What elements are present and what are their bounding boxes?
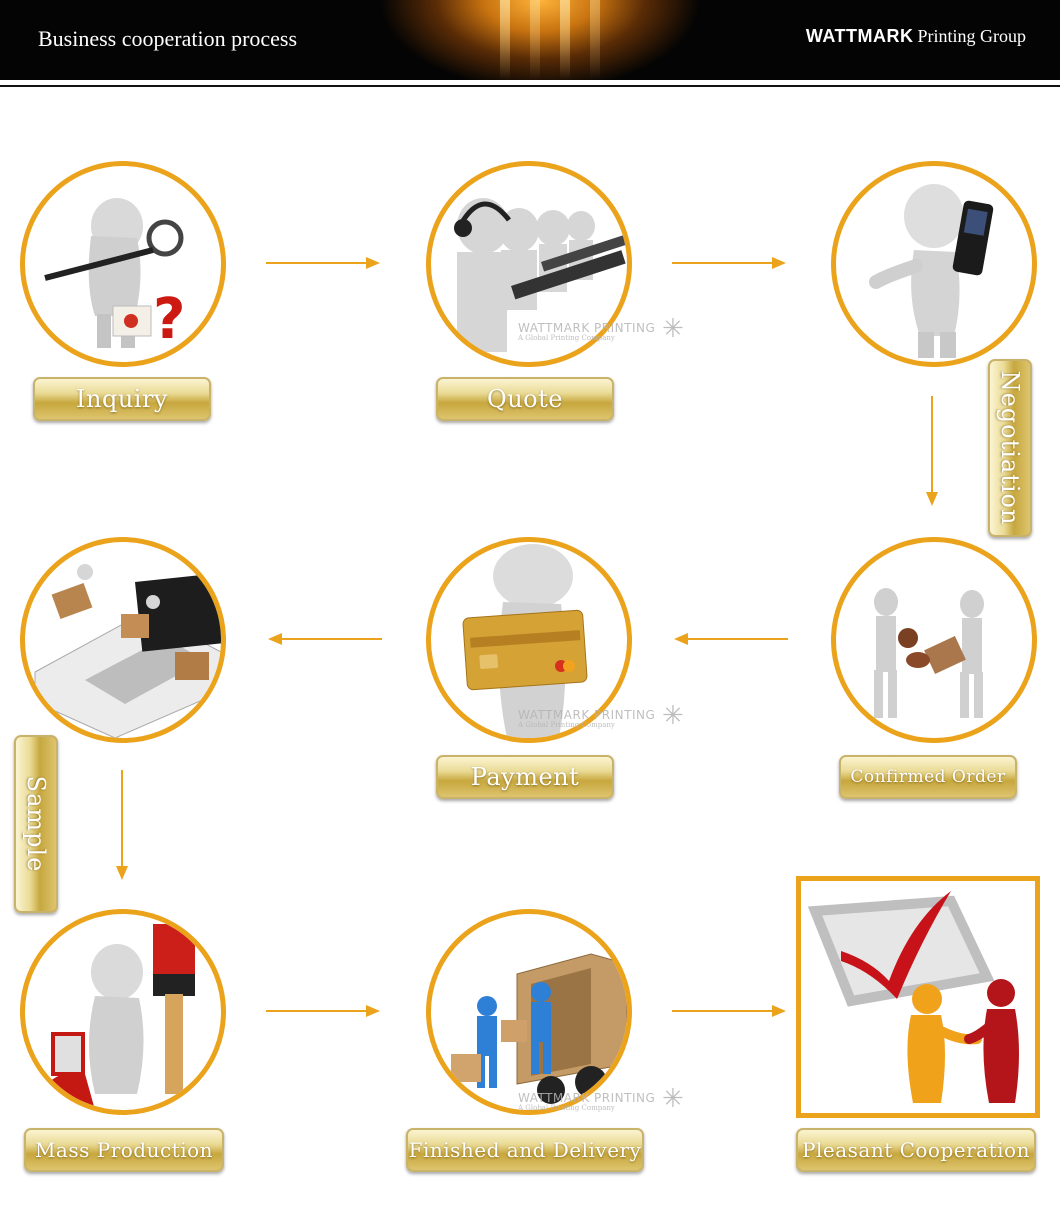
step-label-confirmed-order: Confirmed Order	[839, 755, 1017, 799]
flow-arrow-left	[268, 633, 382, 645]
watermark: WATTMARK PRINTING A Global Printing Comp…	[518, 1091, 655, 1112]
headset-operators-icon	[454, 198, 626, 352]
svg-text:?: ?	[153, 287, 185, 352]
step-label-quote: Quote	[436, 377, 614, 421]
checkmark-handshake-icon	[807, 891, 1019, 1103]
header-light-ray	[500, 0, 510, 80]
step-label-mass-production: Mass Production	[24, 1128, 224, 1172]
header-glow	[380, 0, 700, 80]
watermark-tagline: A Global Printing Company	[518, 1104, 615, 1112]
watermark: WATTMARK PRINTING A Global Printing Comp…	[518, 321, 655, 342]
watermark-name: WATTMARK PRINTING	[518, 708, 656, 722]
delivery-illustration	[426, 909, 632, 1115]
flow-arrow-left	[674, 633, 788, 645]
header-light-ray	[530, 0, 540, 80]
watermark-name: WATTMARK PRINTING	[518, 321, 656, 335]
header-divider	[0, 85, 1060, 87]
header-light-ray	[560, 0, 570, 80]
star-icon: ✳	[662, 314, 684, 344]
credit-card-figure-icon	[462, 544, 588, 738]
delivery-truck-icon	[451, 953, 627, 1104]
flow-arrow-down	[116, 770, 128, 880]
header-light-ray	[590, 0, 600, 80]
brand-tagline: Printing Group	[917, 26, 1026, 46]
quote-illustration	[426, 161, 632, 367]
watermark-tagline: A Global Printing Company	[518, 334, 615, 342]
paint-brush-figure-icon	[25, 924, 195, 1110]
negotiation-illustration	[831, 161, 1037, 367]
phone-call-figure-icon	[869, 184, 994, 358]
magnifier-figure-icon: ?	[44, 198, 185, 352]
sample-label-text: Sample	[22, 775, 50, 873]
step-label-payment: Payment	[436, 755, 614, 799]
mass-production-illustration	[20, 909, 226, 1115]
watermark-tagline: A Global Printing Company	[518, 721, 615, 729]
flow-arrow-down	[926, 396, 938, 506]
handover-figures-icon	[874, 588, 984, 718]
step-label-negotiation: Negotiation	[988, 359, 1032, 537]
step-label-pleasant-cooperation: Pleasant Cooperation	[796, 1128, 1036, 1172]
watermark-name: WATTMARK PRINTING	[518, 1091, 656, 1105]
laptop-boxes-icon	[34, 564, 221, 738]
flow-arrow-right	[266, 1005, 380, 1017]
star-icon: ✳	[662, 701, 684, 731]
step-label-sample: Sample	[14, 735, 58, 913]
flow-arrow-right	[672, 1005, 786, 1017]
star-icon: ✳	[662, 1084, 684, 1114]
step-label-finished-delivery: Finished and Delivery	[406, 1128, 644, 1172]
brand-name: WATTMARK	[805, 26, 914, 46]
negotiation-label-text: Negotiation	[996, 370, 1024, 526]
pleasant-cooperation-illustration	[796, 876, 1040, 1118]
step-label-inquiry: Inquiry	[33, 377, 211, 421]
inquiry-illustration: ?	[20, 161, 226, 367]
sample-illustration	[20, 537, 226, 743]
confirmed-order-illustration	[831, 537, 1037, 743]
payment-illustration	[426, 537, 632, 743]
watermark: WATTMARK PRINTING A Global Printing Comp…	[518, 708, 655, 729]
flow-arrow-right	[672, 257, 786, 269]
flow-arrow-right	[266, 257, 380, 269]
page-title: Business cooperation process	[38, 26, 298, 51]
